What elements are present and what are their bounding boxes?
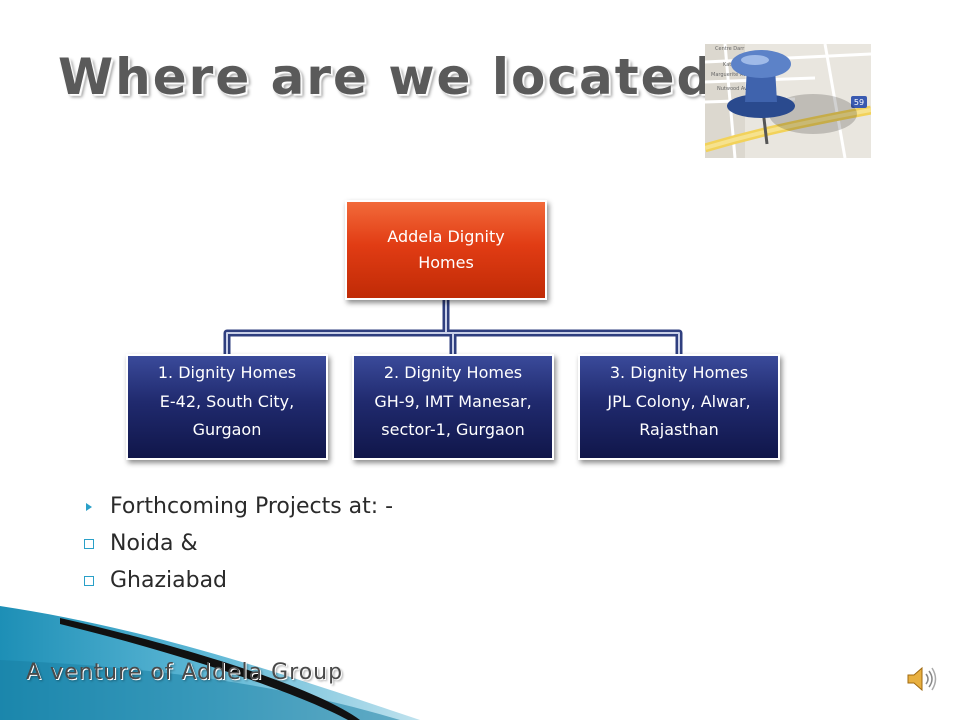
bullet-text: Forthcoming Projects at: - <box>110 494 394 519</box>
bullet-item: Ghaziabad <box>84 562 393 599</box>
map-thumbnail: 59 Centre Darr Kathryn Ave Marguerite Av… <box>705 44 871 158</box>
page-title: Where are we located? <box>58 48 746 106</box>
route-badge: 59 <box>854 98 864 107</box>
bullet-item: Forthcoming Projects at: - <box>84 488 393 525</box>
map-street-label: Nutwood Ave <box>717 86 750 92</box>
org-child-address: E-42, South City, Gurgaon <box>159 392 295 439</box>
push-pin-icon <box>727 50 857 145</box>
org-child-node-1: 1. Dignity Homes E-42, South City, Gurga… <box>126 354 328 460</box>
org-root-label: Addela Dignity Homes <box>387 227 505 272</box>
org-root-node: Addela Dignity Homes <box>345 200 547 300</box>
map-street-label: Marguerite Ave <box>711 72 749 78</box>
footer-text: A venture of Addela Group <box>26 660 344 685</box>
org-chart-connectors <box>223 300 683 354</box>
map-street-label: Centre Darr <box>715 46 745 52</box>
org-child-name: 2. Dignity Homes <box>383 363 523 382</box>
org-child-name: 1. Dignity Homes <box>157 363 297 382</box>
org-child-node-2: 2. Dignity Homes GH-9, IMT Manesar, sect… <box>352 354 554 460</box>
speaker-icon[interactable] <box>904 662 938 696</box>
org-child-node-3: 3. Dignity Homes JPL Colony, Alwar, Raja… <box>578 354 780 460</box>
bullet-text: Ghaziabad <box>110 568 228 593</box>
org-child-address: JPL Colony, Alwar, Rajasthan <box>607 392 751 439</box>
org-child-address: GH-9, IMT Manesar, sector-1, Gurgaon <box>374 392 532 439</box>
bullet-text: Noida & <box>110 531 198 556</box>
bullet-list: Forthcoming Projects at: - Noida & Ghazi… <box>84 488 393 599</box>
org-child-name: 3. Dignity Homes <box>609 363 749 382</box>
bullet-item: Noida & <box>84 525 393 562</box>
connector-line <box>226 300 680 354</box>
